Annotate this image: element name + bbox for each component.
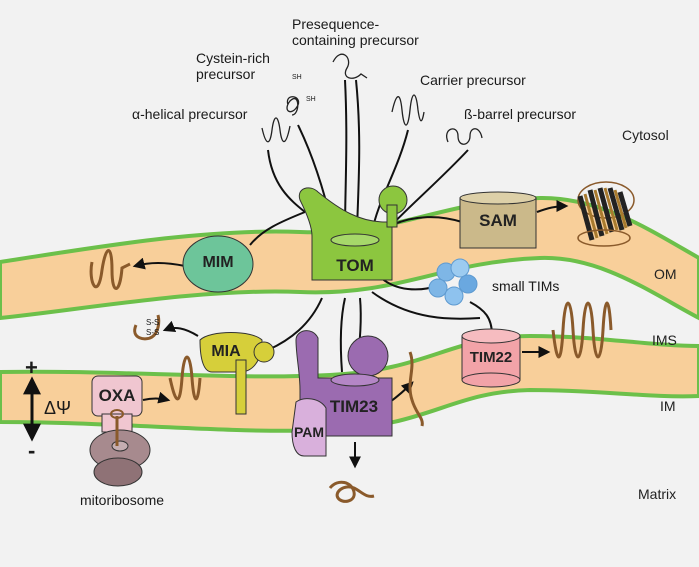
mia-label: MIA (211, 343, 241, 360)
membrane-potential-minus: - (28, 438, 36, 463)
ims-disulfide-protein (133, 314, 161, 341)
membrane-potential-symbol: ΔΨ (44, 398, 72, 418)
tim23-label: TIM23 (329, 397, 379, 416)
cystein-rich-precursor-squiggle (286, 96, 300, 116)
im-carrier-protein (551, 301, 613, 359)
tim22-complex (461, 328, 521, 388)
carrier-precursor-squiggle (391, 94, 425, 126)
om-alpha-helical-protein (89, 249, 131, 290)
mim-label: MIM (202, 254, 234, 271)
route-tom-to-tim22 (371, 291, 481, 320)
sam-complex (459, 191, 537, 249)
tom-label: TOM (336, 256, 374, 275)
om-beta-barrel (577, 181, 635, 247)
tim22-label: TIM22 (469, 349, 513, 366)
sh-mark-2: SH (306, 96, 316, 103)
arrow-sam-to-barrel (536, 200, 569, 213)
mia-complex (199, 332, 275, 415)
route-tom-to-mim (249, 211, 306, 246)
im-tim23-lateral-protein (408, 351, 424, 427)
route-presequence-1-to-tom (344, 79, 348, 233)
label-alpha-helical-precursor: α-helical precursor (132, 106, 248, 122)
arrow-oxa-to-im (142, 391, 171, 404)
region-matrix: Matrix (638, 486, 677, 502)
route-tom-to-sam (391, 216, 463, 226)
route-tom-to-tim23-a (339, 297, 346, 373)
alpha-helical-precursor-squiggle (261, 117, 291, 143)
label-mitoribosome: mitoribosome (80, 492, 165, 508)
membrane-potential-plus: + (25, 355, 38, 380)
beta-barrel-precursor-squiggle (446, 128, 483, 145)
im-oxa-inserted-protein (168, 355, 202, 401)
label-presequence-precursor: Presequence- containing precursor (292, 16, 419, 49)
pam-complex (291, 398, 327, 457)
arrow-mim-to-om (132, 257, 186, 270)
mitoribosome (89, 429, 151, 487)
arrow-mia-to-ims (162, 320, 199, 337)
matrix-processed-protein (328, 480, 375, 503)
disulfide-mark-2: S-S (146, 328, 160, 337)
region-ims: IMS (652, 332, 677, 348)
label-carrier-precursor: Carrier precursor (420, 72, 526, 88)
region-om: OM (654, 266, 677, 282)
route-alpha-to-tom (267, 149, 306, 213)
mim-complex (182, 235, 254, 293)
region-cytosol: Cytosol (622, 127, 669, 143)
pam-label: PAM (293, 424, 325, 440)
sam-label: SAM (479, 211, 517, 230)
oxa-label: OXA (98, 386, 136, 405)
sh-mark-1: SH (292, 74, 302, 81)
presequence-precursor-squiggle (332, 53, 368, 79)
tom-complex (298, 185, 408, 281)
disulfide-mark-1: S-S (146, 318, 160, 327)
label-beta-barrel-precursor: ß-barrel precursor (464, 106, 577, 122)
region-im: IM (660, 398, 676, 414)
route-presequence-2-to-tom (355, 79, 361, 233)
label-small-tims: small TIMs (492, 278, 560, 294)
route-tom-to-mia (267, 297, 323, 351)
label-cystein-rich-precursor: Cystein-rich precursor (196, 50, 270, 83)
small-tims-complex (428, 258, 478, 306)
